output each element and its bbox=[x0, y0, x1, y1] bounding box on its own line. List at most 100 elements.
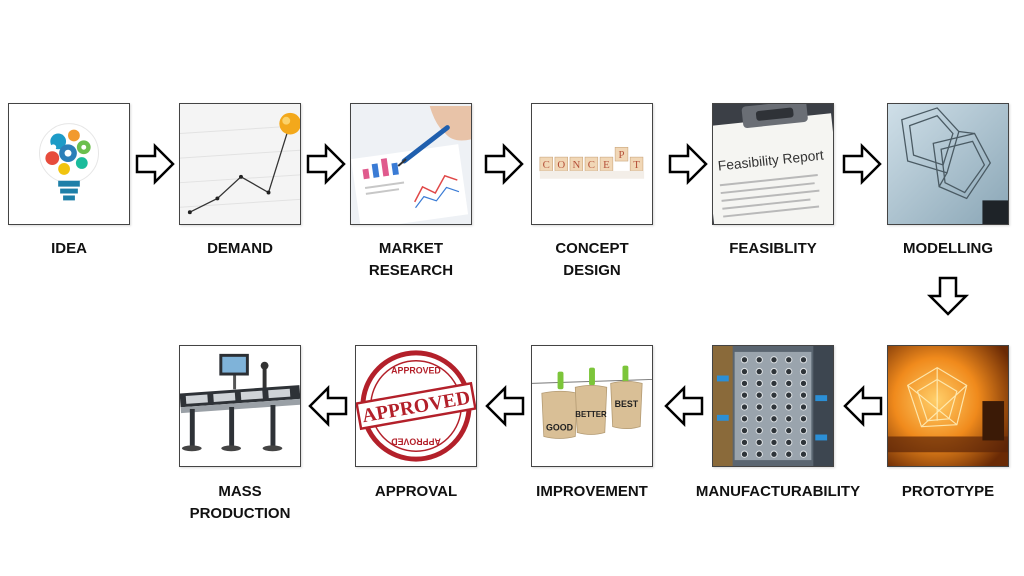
step-label-line: CONCEPT bbox=[555, 240, 629, 257]
mold-pin bbox=[785, 450, 793, 458]
step-label-line: MARKET bbox=[378, 240, 444, 257]
tag-best: BEST bbox=[615, 399, 639, 409]
flow-arrow-right-icon bbox=[668, 142, 708, 186]
step-label-line: MANUFACTURABILITY bbox=[695, 483, 861, 500]
mold-pin bbox=[799, 415, 808, 423]
mold-pin bbox=[755, 379, 763, 388]
mold-pin bbox=[755, 426, 763, 435]
mold-pin bbox=[799, 450, 808, 458]
stamp-small-bottom: APPROVED bbox=[391, 436, 441, 446]
mold-pin bbox=[799, 403, 808, 411]
letter-block bbox=[584, 156, 599, 172]
mold-pin bbox=[740, 356, 749, 364]
step-label-feasibility: FEASIBLITY bbox=[688, 238, 858, 260]
mold-pin bbox=[740, 367, 749, 376]
flow-arrow-right-icon bbox=[842, 142, 882, 186]
mold-pin bbox=[755, 415, 763, 423]
mold-pin bbox=[740, 426, 749, 435]
step-card-approval: APPROVED APPROVED APPROVED bbox=[355, 345, 477, 467]
step-label-line: MODELLING bbox=[903, 240, 993, 257]
mold-pin bbox=[770, 391, 778, 399]
mold-pin bbox=[785, 356, 793, 364]
mold-pin bbox=[785, 438, 793, 447]
step-label-modelling: MODELLING bbox=[863, 238, 1024, 260]
wireframe-model-icon bbox=[888, 104, 1008, 224]
mold-pin bbox=[785, 367, 793, 376]
mold-pin bbox=[770, 426, 778, 435]
step-label-line: IMPROVEMENT bbox=[536, 483, 648, 500]
step-card-manufacturability bbox=[712, 345, 834, 467]
flow-arrow-left-icon bbox=[485, 384, 525, 428]
flow-arrow-left-icon bbox=[308, 384, 348, 428]
rising-line-graph-icon bbox=[180, 104, 300, 224]
letter-block bbox=[614, 146, 629, 162]
mold-pin bbox=[740, 438, 749, 447]
mold-pin bbox=[799, 367, 808, 376]
mold-pin bbox=[770, 438, 778, 447]
mold-pin bbox=[785, 379, 793, 388]
step-card-market-research bbox=[350, 103, 472, 225]
mold-pin bbox=[799, 438, 808, 447]
mold-pin bbox=[799, 391, 808, 399]
mold-pin bbox=[755, 356, 763, 364]
step-card-demand bbox=[179, 103, 301, 225]
step-label-line: PROTOTYPE bbox=[901, 483, 995, 500]
stamp-small-top: APPROVED bbox=[391, 366, 441, 376]
letter-block-text: N bbox=[572, 159, 580, 171]
mold-pin bbox=[785, 403, 793, 411]
mold-pin bbox=[755, 391, 763, 399]
mold-pin bbox=[785, 415, 793, 423]
step-label-approval: APPROVAL bbox=[331, 481, 501, 503]
step-card-feasibility: Feasibility Report bbox=[712, 103, 834, 225]
approved-stamp-icon: APPROVED APPROVED APPROVED bbox=[356, 346, 476, 466]
mold-pin bbox=[755, 367, 763, 376]
mold-pins-group bbox=[740, 356, 808, 458]
step-label-concept-design: CONCEPT DESIGN bbox=[507, 238, 677, 282]
mold-pin bbox=[785, 391, 793, 399]
step-card-modelling bbox=[887, 103, 1009, 225]
mold-pin bbox=[799, 426, 808, 435]
bar-chart-pen-icon bbox=[351, 104, 471, 224]
letter-block-text: E bbox=[603, 159, 610, 171]
step-label-line: APPROVAL bbox=[374, 483, 458, 500]
hanging-tags-icon: GOOD BETTER BEST bbox=[532, 346, 652, 466]
step-label-line: FEASIBLITY bbox=[729, 240, 817, 257]
letter-block-text: T bbox=[633, 159, 640, 171]
mold-pin bbox=[770, 403, 778, 411]
step-label-demand: DEMAND bbox=[155, 238, 325, 260]
mold-pin bbox=[740, 403, 749, 411]
flow-arrow-down-icon bbox=[926, 276, 970, 316]
mold-pin bbox=[740, 391, 749, 399]
tag-better: BETTER bbox=[575, 410, 607, 419]
step-label-line: DEMAND bbox=[207, 240, 273, 257]
step-label-line: PRODUCTION bbox=[189, 505, 291, 522]
letter-block bbox=[629, 156, 644, 172]
flow-arrow-left-icon bbox=[664, 384, 704, 428]
letter-block bbox=[554, 156, 568, 172]
step-label-improvement: IMPROVEMENT bbox=[507, 481, 677, 503]
step-card-improvement: GOOD BETTER BEST bbox=[531, 345, 653, 467]
mold-pin bbox=[770, 450, 778, 458]
mold-pin bbox=[770, 379, 778, 388]
step-card-mass-production bbox=[179, 345, 301, 467]
mold-pin bbox=[740, 379, 749, 388]
letter-block-text: P bbox=[619, 149, 625, 161]
mold-pin bbox=[755, 450, 763, 458]
tag-good: GOOD bbox=[546, 423, 574, 433]
flow-arrow-left-icon bbox=[843, 384, 883, 428]
mold-pin bbox=[785, 426, 793, 435]
letter-block bbox=[569, 156, 584, 172]
step-label-manufacturability: MANUFACTURABILITY bbox=[688, 481, 868, 503]
step-label-idea: IDEA bbox=[0, 238, 154, 260]
clipboard-report-icon: Feasibility Report bbox=[713, 104, 833, 224]
step-label-prototype: PROTOTYPE bbox=[863, 481, 1024, 503]
mold-pin bbox=[770, 356, 778, 364]
flow-arrow-right-icon bbox=[306, 142, 346, 186]
mold-pin bbox=[770, 367, 778, 376]
step-label-line: DESIGN bbox=[563, 262, 621, 279]
